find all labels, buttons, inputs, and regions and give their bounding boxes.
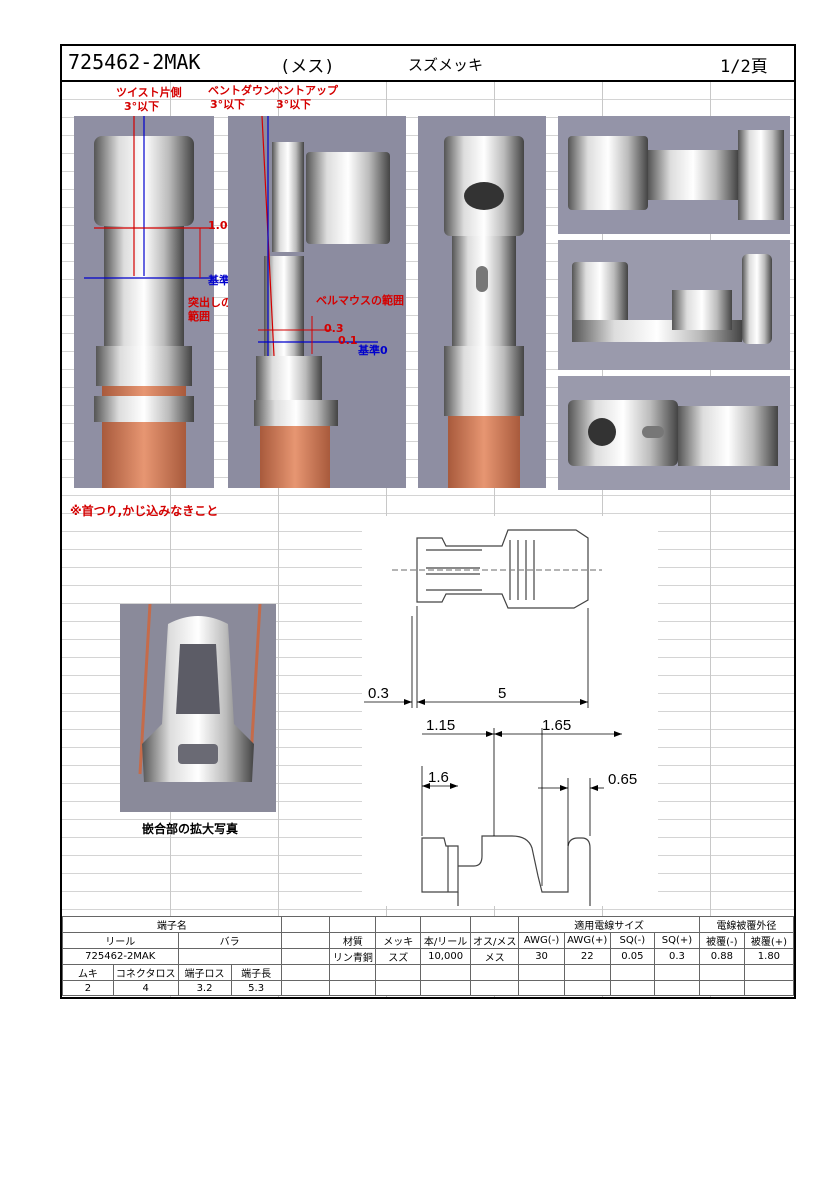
sq-max-header: SQ(+) bbox=[654, 932, 700, 949]
bend-down-limit: 3°以下 bbox=[210, 98, 246, 111]
warning-note: ※首つり,かじ込みなきこと bbox=[70, 504, 219, 518]
wire-size-header: 適用電線サイズ bbox=[518, 916, 700, 933]
bend-up-label: ベントアップ bbox=[272, 84, 338, 97]
photo-side-svg bbox=[228, 116, 406, 488]
connector-loss-header: コネクタロス bbox=[112, 964, 179, 981]
dim-0-3-text: 0.3 bbox=[368, 685, 389, 702]
dim-1-0-label: 1.0 bbox=[208, 219, 228, 232]
spec-header-row-2: リール バラ 材質 メッキ 本/リール オス/メス AWG(-) AWG(+) … bbox=[62, 932, 795, 949]
photo-front-svg bbox=[74, 116, 214, 488]
reel-header: リール bbox=[62, 932, 179, 949]
gender-label: (メス) bbox=[280, 57, 335, 77]
drawing-side-view bbox=[421, 835, 591, 933]
bend-down-label: ベントダウン bbox=[208, 84, 274, 97]
drawing-svg: 0.3 5 1.15 1.65 1.6 bbox=[364, 529, 637, 933]
awg-min-header: AWG(-) bbox=[518, 932, 565, 949]
bellmouth-range-label: ベルマウスの範囲 bbox=[316, 294, 404, 307]
dim-1-6-text: 1.6 bbox=[428, 769, 449, 786]
photo-right-top bbox=[558, 116, 790, 234]
qty-header: 本/リール bbox=[420, 932, 471, 949]
spec-length-value-row: 2 4 3.2 5.3 bbox=[62, 980, 795, 996]
terminal-name-header: 端子名 bbox=[62, 916, 282, 933]
dim-0-65-text: 0.65 bbox=[608, 771, 637, 788]
terminal-loss-value: 3.2 bbox=[177, 980, 232, 996]
awg-max-header: AWG(+) bbox=[563, 932, 611, 949]
terminal-length-value: 5.3 bbox=[230, 980, 282, 996]
ins-min-header: 被覆(-) bbox=[698, 932, 745, 949]
photo-front-view bbox=[74, 116, 214, 488]
dim-0-3-label: 0.3 bbox=[324, 322, 344, 335]
awg-max-value: 22 bbox=[563, 948, 611, 965]
twist-label: ツイスト片側 bbox=[116, 86, 182, 99]
photo-closeup bbox=[120, 604, 276, 812]
spec-table: 端子名 適用電線サイズ 電線被覆外径 リール バラ 材質 メッキ 本/リール オ… bbox=[62, 916, 795, 996]
connector-loss-value: 4 bbox=[112, 980, 179, 996]
twist-limit: 3°以下 bbox=[124, 100, 160, 113]
dim-5-text: 5 bbox=[498, 685, 506, 702]
sheet-header: 725462-2MAK (メス) スズメッキ 1/2頁 bbox=[62, 46, 794, 82]
material-header: 材質 bbox=[329, 932, 377, 949]
strip-header: ムキ bbox=[62, 964, 114, 981]
strip-value: 2 bbox=[62, 980, 114, 996]
terminal-loss-header: 端子ロス bbox=[177, 964, 232, 981]
spec-value-row: 725462-2MAK リン青銅 スズ 10,000 メス 30 22 0.05… bbox=[62, 948, 795, 965]
awg-min-value: 30 bbox=[518, 948, 565, 965]
part-number-title: 725462-2MAK bbox=[68, 50, 201, 74]
loose-header: バラ bbox=[177, 932, 282, 949]
drawing-top-view bbox=[392, 529, 602, 609]
plating-value: スズ bbox=[375, 948, 422, 965]
ins-min-value: 0.88 bbox=[698, 948, 745, 965]
bend-up-limit: 3°以下 bbox=[276, 98, 312, 111]
photo-closeup-svg bbox=[120, 604, 276, 812]
spec-sheet: 725462-2MAK (メス) スズメッキ 1/2頁 ツイスト片側 3°以下 … bbox=[60, 44, 796, 999]
photo-right-middle bbox=[558, 240, 790, 370]
reel-value: 725462-2MAK bbox=[62, 948, 179, 965]
plating-label: スズメッキ bbox=[408, 56, 484, 74]
photo-right-bottom-svg bbox=[558, 376, 790, 490]
photo-right-bottom bbox=[558, 376, 790, 490]
qty-value: 10,000 bbox=[420, 948, 471, 965]
ins-max-header: 被覆(+) bbox=[743, 932, 795, 949]
protrusion-range-label: 突出しの範囲 bbox=[188, 296, 232, 323]
ins-max-value: 1.80 bbox=[743, 948, 795, 965]
gender-value: メス bbox=[469, 948, 520, 965]
photo-top-view bbox=[418, 116, 546, 488]
terminal-length-header: 端子長 bbox=[230, 964, 282, 981]
dim-1-65-text: 1.65 bbox=[542, 717, 571, 734]
spec-length-header-row: ムキ コネクタロス 端子ロス 端子長 bbox=[62, 964, 795, 981]
sq-min-value: 0.05 bbox=[609, 948, 656, 965]
loose-value bbox=[177, 948, 282, 965]
technical-drawing: 0.3 5 1.15 1.65 1.6 bbox=[362, 516, 658, 933]
dim-1-15-text: 1.15 bbox=[426, 717, 455, 734]
sq-max-value: 0.3 bbox=[654, 948, 700, 965]
photo-right-middle-svg bbox=[558, 240, 790, 370]
plating-header: メッキ bbox=[375, 932, 422, 949]
closeup-caption: 嵌合部の拡大写真 bbox=[142, 822, 239, 836]
gender-header: オス/メス bbox=[469, 932, 520, 949]
ref0-label-b: 基準0 bbox=[358, 344, 388, 357]
sq-min-header: SQ(-) bbox=[609, 932, 656, 949]
dim-0-1-label: 0.1 bbox=[338, 334, 358, 347]
insulation-header: 電線被覆外径 bbox=[698, 916, 795, 933]
photo-right-top-svg bbox=[558, 116, 790, 234]
photo-side-view bbox=[228, 116, 406, 488]
page-number: 1/2頁 bbox=[720, 57, 768, 77]
photo-top-svg bbox=[418, 116, 546, 488]
spec-header-row-1: 端子名 適用電線サイズ 電線被覆外径 bbox=[62, 916, 795, 933]
material-value: リン青銅 bbox=[329, 948, 377, 965]
